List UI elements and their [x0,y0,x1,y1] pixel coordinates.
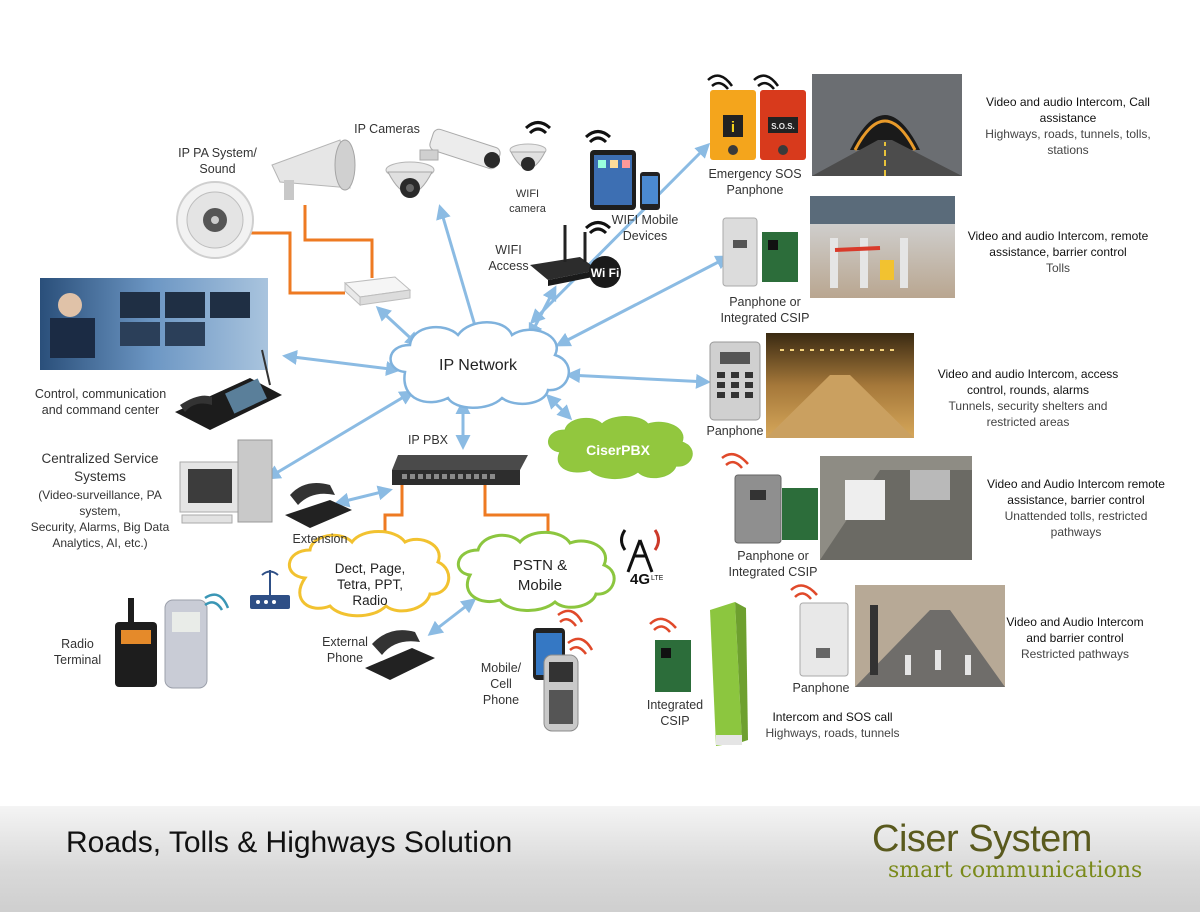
extension-label: Extension [292,532,348,546]
ip-network-label: IP Network [439,357,517,374]
dect-cloud-label: Dect, Page,Tetra, PPT,Radio [334,561,406,608]
mobile-phone-icon [533,628,579,732]
brand-name: Ciser System [872,818,1092,860]
walkie-talkie-icon [115,598,208,689]
ip-pbx-switch [392,455,528,485]
ip-cameras-label: IP Cameras [354,122,420,136]
ciserpbx-label: CiserPBX [586,442,650,458]
ciserpbx-cloud [548,416,693,479]
bullet-camera-icon [419,128,501,170]
tunnel-photo-2 [766,333,914,438]
wifi-dome-camera-icon [509,143,547,171]
wifi-logo-text: Wi Fi [591,266,620,280]
wifi-logo-icon: Wi Fi [589,256,621,288]
orange-connections [236,205,550,552]
black-signal-icons [707,74,780,90]
horn-speaker-icon [271,139,356,200]
lte-text-text: 4G [630,571,650,588]
ip-network-cloud [389,321,571,409]
radio-waves-icon [204,593,230,611]
toll-booth-photo [820,456,972,560]
computer-icon [179,439,273,524]
desk-phone-icon [175,349,282,430]
integrated-csip-device [655,602,748,746]
panphone-device [799,602,849,677]
brand-tagline: smart communications [888,858,1143,883]
radio-base-icon [250,570,290,609]
control-room-photo [40,278,268,370]
device-label-3: Panphone [706,424,764,438]
network-arrows [265,142,731,636]
dect-cloud [287,530,451,618]
ip-pa-label: IP PA System/Sound [178,146,257,176]
cell-tower-icon: 4G LTE [620,529,664,588]
footer-title: Roads, Tolls & Highways Solution [66,826,513,859]
amplifier-box-icon [343,276,412,307]
pstn-cloud [456,530,616,612]
orange-signal-icons [557,452,818,655]
keypad-panphone-device [709,341,761,421]
emergency-sos-panphone-icon: i S.O.S. [710,90,806,160]
ceiling-speaker-icon [176,181,254,259]
sos-sign1-text: i [731,119,735,136]
wifi-router-icon [530,225,598,286]
panphone-csip-device-1 [722,217,798,287]
tunnel-photo-1 [812,74,962,176]
ip-pbx-label: IP PBX [407,433,449,447]
extension-phone-icon [285,482,352,528]
lte-small-text: LTE [651,575,664,582]
external-phone-icon [365,630,435,680]
toll-photo [810,196,955,298]
device-label-5: Panphone [792,681,850,695]
pstn-cloud-label: PSTN &Mobile [512,557,568,594]
street-photo [855,585,1005,687]
sos-sign2-text: S.O.S. [771,122,795,131]
panphone-csip-device-2 [734,474,818,544]
footer-bar [0,806,1200,912]
description-6: Intercom and SOS call Highways, roads, t… [765,710,900,740]
wifi-signal-icon [524,121,612,235]
smartphone-icon [640,172,660,210]
dome-camera-icon [385,161,435,198]
tablet-icon [590,150,636,210]
